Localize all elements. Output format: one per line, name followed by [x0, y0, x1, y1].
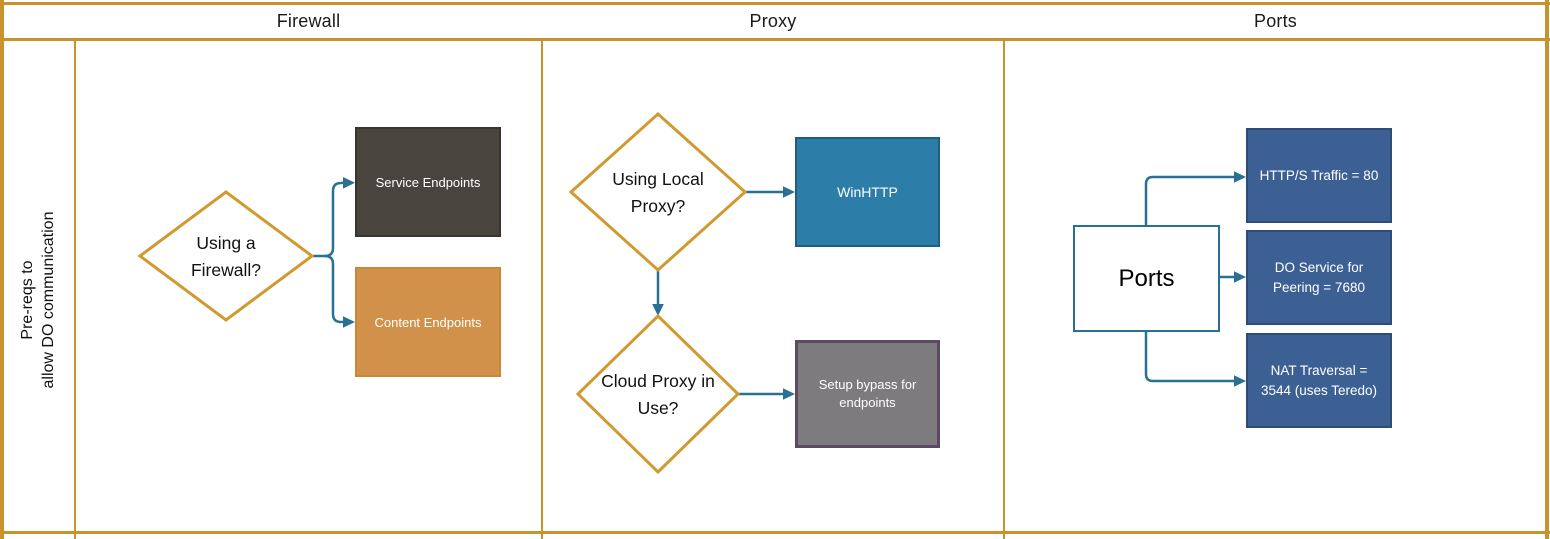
arrowhead-content	[343, 316, 355, 328]
arrowhead-do	[1234, 271, 1246, 283]
divider-sidebar	[74, 41, 76, 539]
box-winhttp-label: WinHTTP	[837, 184, 898, 200]
lane-right-border	[1545, 0, 1549, 539]
connector-ports-to-nat	[1144, 332, 1234, 383]
box-ports-source-label: Ports	[1118, 264, 1175, 292]
connector-firewall-to-service	[312, 181, 344, 258]
arrowhead-nat	[1234, 375, 1246, 387]
decision-diamond-firewall	[137, 190, 315, 322]
lane-top-border	[0, 2, 1550, 5]
box-http-traffic: HTTP/S Traffic = 80	[1246, 128, 1392, 223]
box-setup-bypass: Setup bypass for endpoints	[795, 340, 940, 448]
lane-header-proxy-label: Proxy	[749, 11, 797, 31]
box-service-endpoints: Service Endpoints	[355, 127, 501, 237]
box-do-service-peering: DO Service for Peering = 7680	[1246, 230, 1392, 325]
box-setup-bypass-label: Setup bypass for endpoints	[818, 376, 917, 410]
connector-firewall-to-content	[324, 254, 343, 324]
lane-bottom-border	[0, 531, 1550, 534]
connector-ports-to-http	[1144, 175, 1234, 225]
arrowhead-http	[1234, 171, 1246, 183]
box-service-endpoints-label: Service Endpoints	[375, 174, 481, 190]
box-nat-traversal-label: NAT Traversal = 3544 (uses Teredo)	[1260, 362, 1378, 398]
decision-label-firewall: Using a Firewall?	[190, 232, 262, 280]
box-content-endpoints: Content Endpoints	[355, 267, 501, 377]
lane-header-ports: Ports	[1004, 5, 1547, 38]
box-winhttp: WinHTTP	[795, 137, 940, 247]
arrowhead-winhttp	[783, 186, 795, 198]
arrowhead-cloudproxy	[652, 304, 664, 316]
lane-header-firewall: Firewall	[75, 5, 542, 38]
decision-diamond-local-proxy	[568, 111, 748, 273]
divider-proxy-ports	[1003, 41, 1005, 539]
box-ports-source: Ports	[1073, 225, 1220, 332]
decision-label-cloud-proxy: Cloud Proxy in Use?	[601, 370, 715, 418]
decision-label-local-proxy: Using Local Proxy?	[612, 168, 704, 216]
lane-header-proxy: Proxy	[542, 5, 1004, 38]
lane-header-ports-label: Ports	[1253, 11, 1297, 31]
header-bottom-border	[0, 38, 1550, 41]
box-do-service-peering-label: DO Service for Peering = 7680	[1273, 259, 1365, 295]
arrowhead-bypass	[783, 388, 795, 400]
lane-header-firewall-label: Firewall	[276, 11, 341, 31]
box-http-traffic-label: HTTP/S Traffic = 80	[1259, 167, 1379, 183]
divider-firewall-proxy	[541, 41, 543, 539]
box-content-endpoints-label: Content Endpoints	[374, 314, 482, 330]
lane-left-border	[0, 0, 4, 539]
arrowhead-service	[343, 177, 355, 189]
box-nat-traversal: NAT Traversal = 3544 (uses Teredo)	[1246, 333, 1392, 428]
decision-diamond-cloud-proxy	[575, 313, 741, 475]
